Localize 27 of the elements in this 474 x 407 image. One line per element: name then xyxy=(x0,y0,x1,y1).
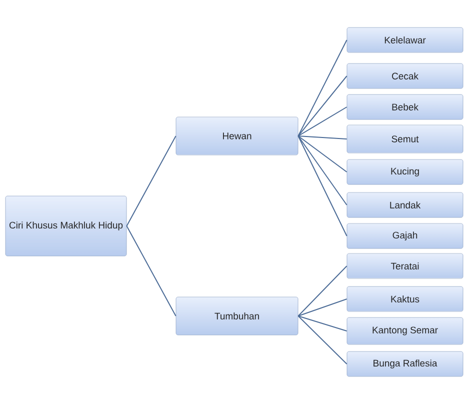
root-box: Ciri Khusus Makhluk Hidup xyxy=(5,196,127,256)
connector-line xyxy=(298,136,348,172)
leaf-box: Gajah xyxy=(346,223,464,249)
connector-line xyxy=(298,316,348,332)
leaf-box: Landak xyxy=(346,192,464,218)
leaf-box: Kantong Semar xyxy=(346,317,464,345)
connector-line xyxy=(298,266,348,316)
connector-line xyxy=(298,298,348,316)
leaf-box: Teratai xyxy=(346,253,464,279)
leaf-box: Bunga Raflesia xyxy=(346,351,464,377)
leaf-box: Cecak xyxy=(346,63,464,89)
connector-line xyxy=(126,226,176,316)
connector-line xyxy=(298,136,348,206)
leaf-box: Kelelawar xyxy=(346,27,464,53)
connector-line xyxy=(298,316,348,364)
leaf-box: Kaktus xyxy=(346,286,464,312)
connector-line xyxy=(298,40,348,136)
connector-line xyxy=(298,136,348,236)
category-box: Hewan xyxy=(176,116,298,156)
category-box: Tumbuhan xyxy=(176,296,298,336)
connector-line xyxy=(126,136,176,226)
leaf-box: Kucing xyxy=(346,159,464,185)
connector-line xyxy=(298,136,348,140)
leaf-box: Bebek xyxy=(346,94,464,120)
connector-line xyxy=(298,106,348,136)
leaf-box: Semut xyxy=(346,124,464,154)
connector-line xyxy=(298,76,348,136)
